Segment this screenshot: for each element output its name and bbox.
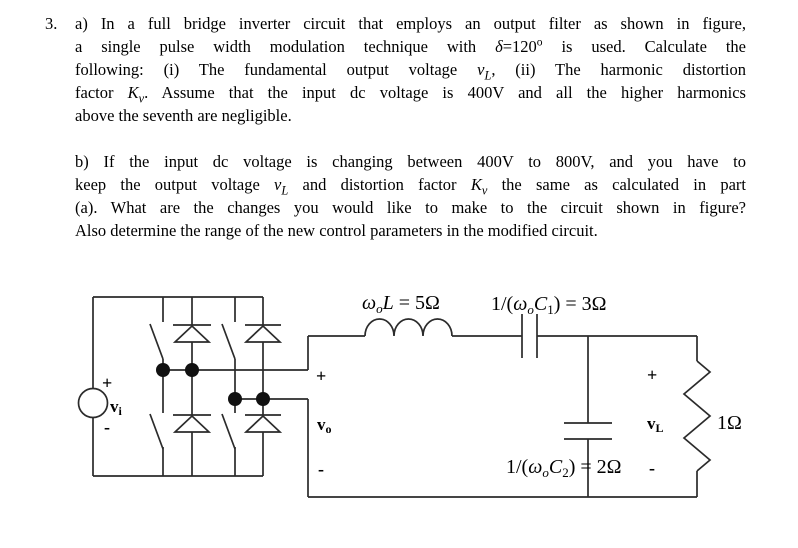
text-segment: factor (75, 83, 128, 102)
para-b-line2: keep the output voltage vL and distortio… (75, 173, 746, 196)
vL-subscript: L (484, 68, 492, 83)
paragraph-a: a) In a full bridge inverter circuit tha… (75, 12, 746, 127)
inductor-impedance-label: ωoL = 5Ω (362, 292, 440, 316)
text-segment: is used. Calculate the (542, 37, 746, 56)
para-b-line3: (a). What are the changes you would like… (75, 196, 746, 219)
series-capacitor-impedance-label: 1/(ωoC1) = 3Ω (491, 293, 607, 317)
text-segment: b) If the input dc voltage is changing b… (75, 152, 746, 171)
load-minus-sign: - (649, 458, 655, 478)
source-minus-sign: - (104, 417, 110, 437)
para-a-line4: factor Kv. Assume that the input dc volt… (75, 81, 746, 104)
switch-blades (149, 323, 236, 450)
text-segment: following: (i) The fundamental output vo… (75, 60, 478, 79)
delta-symbol: δ (495, 37, 503, 56)
text-segment: above the seventh are negligible. (75, 106, 292, 125)
vL-symbol: v (477, 60, 485, 79)
series-capacitor (521, 314, 538, 358)
text-segment: a) In a full bridge inverter circuit tha… (75, 14, 746, 33)
vL-subscript: L (281, 183, 289, 198)
text-segment: (a). What are the changes you would like… (75, 198, 746, 217)
source-plus-sign: + (102, 373, 112, 393)
problem-number: 3. (45, 14, 58, 33)
para-a-line3: following: (i) The fundamental output vo… (75, 58, 746, 81)
Kv-subscript: v (138, 91, 145, 106)
Kv-subscript: v (481, 183, 488, 198)
Kv-symbol: K (127, 83, 139, 102)
Kv-symbol: K (470, 175, 482, 194)
text-segment: and distortion factor (288, 175, 471, 194)
para-a-line1: a) In a full bridge inverter circuit tha… (75, 12, 746, 35)
load-plus-sign: + (647, 365, 657, 385)
para-b-line1: b) If the input dc voltage is changing b… (75, 150, 746, 173)
output-plus-sign: + (316, 366, 326, 386)
para-a-line2: a single pulse width modulation techniqu… (75, 35, 746, 58)
load-resistance-label: 1Ω (717, 412, 742, 434)
text-segment: a single pulse width modulation techniqu… (75, 37, 496, 56)
circuit-wires (92, 296, 698, 498)
para-b-line4: Also determine the range of the new cont… (75, 219, 746, 242)
dc-source (77, 387, 109, 419)
text-segment: =120 (502, 37, 537, 56)
junction-dot (185, 363, 199, 377)
shunt-capacitor (564, 422, 612, 440)
text-segment: . Assume that the input dc voltage is 40… (144, 83, 746, 102)
text-segment: Also determine the range of the new cont… (75, 221, 598, 240)
paragraph-b: b) If the input dc voltage is changing b… (75, 150, 746, 242)
degree-superscript: o (536, 36, 543, 49)
para-a-line5: above the seventh are negligible. (75, 104, 746, 127)
text-segment: the same as calculated in part (487, 175, 746, 194)
output-voltage-label: vo (317, 415, 332, 436)
diode-triangles (172, 324, 283, 433)
source-voltage-label: vi (110, 397, 123, 418)
inductor-coil (364, 318, 453, 337)
load-voltage-label: vL (647, 414, 664, 435)
output-minus-sign: - (318, 459, 324, 479)
load-resistor (682, 360, 712, 472)
junction-dot (228, 392, 242, 406)
junction-dot (256, 392, 270, 406)
problem-statement: 3. a) In a full bridge inverter circuit … (45, 12, 746, 242)
text-segment: , (ii) The harmonic distortion (491, 60, 746, 79)
shunt-capacitor-impedance-label: 1/(ωoC2) = 2Ω (506, 456, 622, 480)
vL-symbol: v (274, 175, 282, 194)
text-segment: keep the output voltage (75, 175, 275, 194)
junction-dot (156, 363, 170, 377)
